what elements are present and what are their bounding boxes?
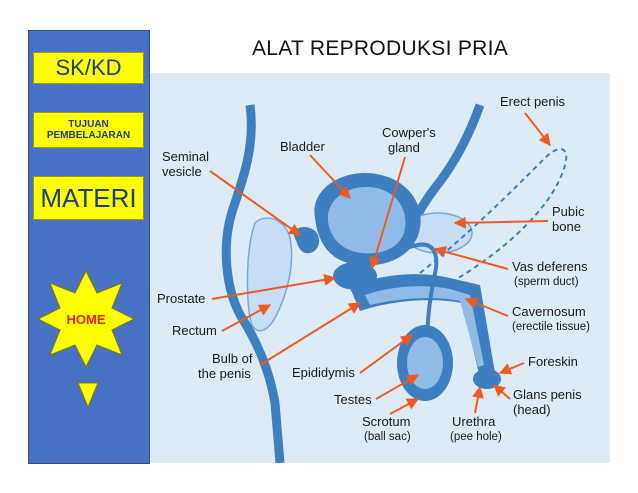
star-badge-icon (36, 269, 136, 369)
label-erectile-tissue: (erectile tissue) (512, 321, 590, 333)
label-glans-2: (head) (513, 402, 551, 417)
rectum-shape (246, 217, 293, 332)
label-seminal-vesicle-2: vesicle (162, 164, 202, 179)
label-testes: Testes (334, 392, 372, 407)
pointer-cavernosum (464, 297, 509, 317)
glans-shape (473, 369, 501, 389)
pointer-erect-penis (524, 112, 551, 146)
pointer-scrotum (389, 398, 420, 415)
label-prostate: Prostate (157, 291, 205, 306)
label-glans-1: Glans penis (513, 387, 582, 402)
male-reproductive-diagram: Erect penis Seminal vesicle Bladder Cowp… (150, 73, 610, 463)
pointer-urethra (472, 385, 484, 414)
erect-penis-outline (419, 148, 568, 284)
label-epididymis: Epididymis (292, 365, 355, 380)
testis-shape (407, 337, 443, 389)
label-cowpers-2: gland (388, 140, 420, 155)
pointer-prostate (211, 273, 337, 300)
pointer-pubic-bone (453, 216, 549, 229)
pointer-vas-deferens (433, 246, 509, 270)
triangle-down-icon[interactable] (77, 382, 99, 409)
materi-button[interactable]: MATERI (33, 176, 144, 220)
label-cowpers-1: Cowper's (382, 125, 436, 140)
label-cavernosum: Cavernosum (512, 304, 586, 319)
pointer-seminal-vesicle (209, 170, 301, 236)
pointer-glans (493, 384, 511, 400)
label-rectum: Rectum (172, 323, 217, 338)
tujuan-pembelajaran-button[interactable]: TUJUAN PEMBELAJARAN (33, 112, 144, 148)
pointer-cowpers-gland (369, 156, 406, 270)
label-seminal-vesicle-1: Seminal (162, 149, 209, 164)
label-scrotum: Scrotum (362, 414, 410, 429)
label-pubic-1: Pubic (552, 204, 585, 219)
pointer-rectum (221, 304, 272, 332)
home-label: HOME (66, 311, 106, 327)
label-urethra: Urethra (452, 414, 496, 429)
pointer-foreskin (498, 362, 525, 375)
label-vas-deferens: Vas deferens (512, 259, 588, 274)
label-foreskin: Foreskin (528, 354, 578, 369)
pointer-bladder (309, 154, 351, 199)
label-ball-sac: (ball sac) (364, 431, 411, 443)
pointer-epididymis (359, 334, 413, 374)
label-pubic-2: bone (552, 219, 581, 234)
pointer-testes (375, 374, 420, 400)
home-button[interactable]: HOME (36, 269, 136, 369)
label-bulb-2: the penis (198, 366, 251, 381)
pointer-lines (209, 112, 551, 415)
cavernosum-shape (365, 286, 484, 367)
back-outline (221, 104, 285, 463)
label-pee-hole: (pee hole) (450, 431, 502, 443)
label-bulb-1: Bulb of (212, 351, 253, 366)
pointer-bulb (259, 302, 362, 366)
bladder-inner (327, 186, 406, 254)
label-sperm-duct: (sperm duct) (514, 276, 579, 288)
page-title: ALAT REPRODUKSI PRIA (251, 37, 509, 60)
label-bladder: Bladder (280, 139, 325, 154)
label-erect-penis: Erect penis (500, 94, 566, 109)
skkd-button[interactable]: SK/KD (33, 52, 144, 84)
